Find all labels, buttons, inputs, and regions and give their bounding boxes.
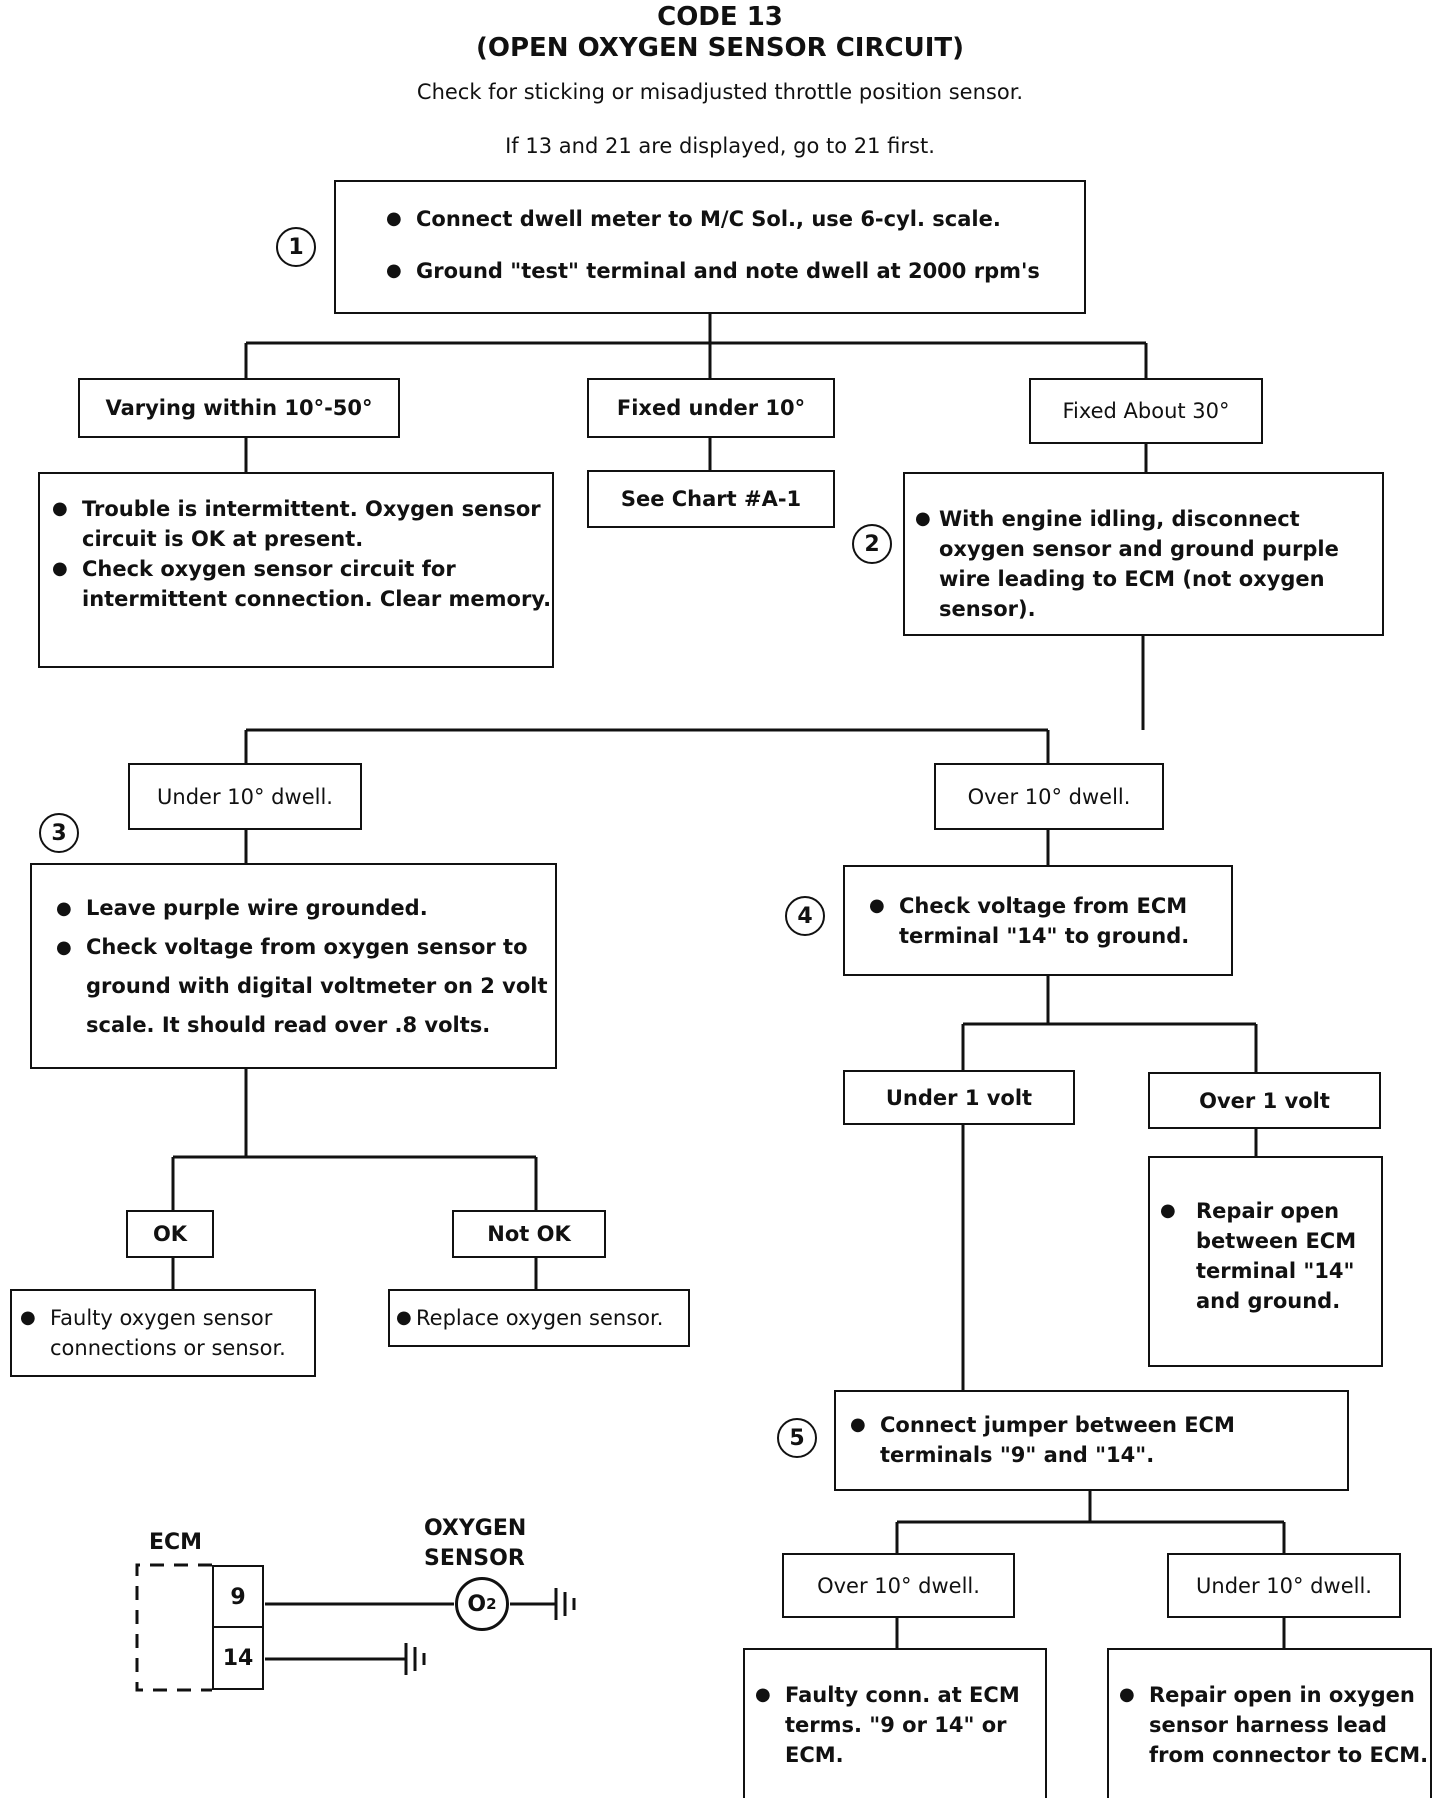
o2-letter: O [467, 1591, 487, 1617]
header-note-code21: If 13 and 21 are displayed, go to 21 fir… [505, 134, 935, 158]
o2-subscript: 2 [486, 1595, 497, 1613]
label-not-ok: Not OK [452, 1210, 606, 1258]
step-2-bullet: With engine idling, disconnect oxygen se… [939, 507, 1339, 621]
label-fixed-about: Fixed About 30° [1029, 378, 1263, 444]
step-3-box: ● Leave purple wire grounded. ● Check volt… [30, 863, 557, 1069]
ecm-terminal-14: 14 [212, 1626, 264, 1690]
ecm-terminal-9: 9 [212, 1565, 264, 1629]
result-bullet: Repair open between ECM terminal "14" an… [1196, 1199, 1357, 1313]
step-1-bullet: Ground "test" terminal and note dwell at… [416, 259, 1040, 283]
bullet-icon: ● [52, 498, 68, 519]
result-bullet: Faulty oxygen sensor connections or sens… [50, 1306, 286, 1360]
result-intermittent: ● Trouble is intermittent. Oxygen sensor … [38, 472, 554, 668]
step-2-number: 2 [852, 524, 892, 564]
label-under-1-volt: Under 1 volt [843, 1070, 1075, 1125]
step-1-bullet: Connect dwell meter to M/C Sol., use 6-c… [416, 207, 1001, 231]
step-5-box: ● Connect jumper between ECM terminals "9… [834, 1390, 1349, 1491]
step-3-bullet: Leave purple wire grounded. [86, 896, 428, 920]
oxygen-sensor-label-1: OXYGEN [424, 1516, 527, 1541]
step-1-box: ● Connect dwell meter to M/C Sol., use 6-… [334, 180, 1086, 314]
result-see-chart: See Chart #A-1 [587, 470, 835, 528]
result-faulty-sensor: ● Faulty oxygen sensor connections or sen… [10, 1289, 316, 1377]
bullet-icon: ● [396, 1307, 412, 1328]
bullet-icon: ● [1160, 1200, 1176, 1221]
bullet-icon: ● [20, 1307, 36, 1328]
result-bullet: Check oxygen sensor circuit for intermit… [82, 557, 552, 611]
step-5-bullet: Connect jumper between ECM terminals "9"… [880, 1413, 1235, 1467]
result-bullet: Trouble is intermittent. Oxygen sensor c… [82, 497, 541, 551]
result-faulty-connection: ● Faulty conn. at ECM terms. "9 or 14" or… [743, 1648, 1047, 1798]
ecm-label: ECM [149, 1530, 203, 1555]
result-replace-sensor: ●Replace oxygen sensor. [388, 1289, 690, 1347]
bullet-icon: ● [1119, 1684, 1135, 1705]
label-under10-dwell: Under 10° dwell. [128, 763, 362, 830]
bullet-icon: ● [850, 1414, 866, 1435]
bullet-icon: ● [755, 1684, 771, 1705]
oxygen-sensor-label-2: SENSOR [424, 1546, 525, 1571]
step-3-number: 3 [39, 813, 79, 853]
bullet-icon: ● [56, 937, 72, 958]
page-title: CODE 13 [657, 2, 783, 32]
result-bullet: Repair open in oxygen sensor harness lea… [1149, 1683, 1429, 1767]
step-4-number: 4 [785, 896, 825, 936]
result-bullet: Replace oxygen sensor. [416, 1306, 664, 1330]
step-5-number: 5 [777, 1418, 817, 1458]
label-over10-dwell-final: Over 10° dwell. [782, 1553, 1015, 1618]
page-subtitle: (OPEN OXYGEN SENSOR CIRCUIT) [476, 33, 964, 63]
label-over-1-volt: Over 1 volt [1148, 1072, 1381, 1129]
label-under10-dwell-final: Under 10° dwell. [1167, 1553, 1401, 1618]
label-over10-dwell: Over 10° dwell. [934, 763, 1164, 830]
step-2-box: ● With engine idling, disconnect oxygen s… [903, 472, 1384, 636]
bullet-icon: ● [386, 208, 402, 229]
step-4-box: ● Check voltage from ECM terminal "14" to… [843, 865, 1233, 976]
result-repair-ground: ● Repair open between ECM terminal "14" a… [1148, 1156, 1383, 1367]
step-4-bullet: Check voltage from ECM terminal "14" to … [899, 894, 1190, 948]
result-bullet: Faulty conn. at ECM terms. "9 or 14" or … [785, 1683, 1020, 1767]
step-1-number: 1 [276, 227, 316, 267]
bullet-icon: ● [52, 558, 68, 579]
header-note-throttle: Check for sticking or misadjusted thrott… [416, 80, 1024, 104]
ecm-dashed-outline [135, 1563, 212, 1692]
step-3-bullet: Check voltage from oxygen sensor to grou… [86, 935, 548, 1037]
bullet-icon: ● [915, 508, 931, 529]
label-ok: OK [126, 1210, 214, 1258]
label-fixed-under: Fixed under 10° [587, 378, 835, 438]
result-repair-harness: ● Repair open in oxygen sensor harness le… [1107, 1648, 1432, 1798]
label-varying: Varying within 10°-50° [78, 378, 400, 438]
bullet-icon: ● [869, 895, 885, 916]
bullet-icon: ● [56, 898, 72, 919]
bullet-icon: ● [386, 260, 402, 281]
